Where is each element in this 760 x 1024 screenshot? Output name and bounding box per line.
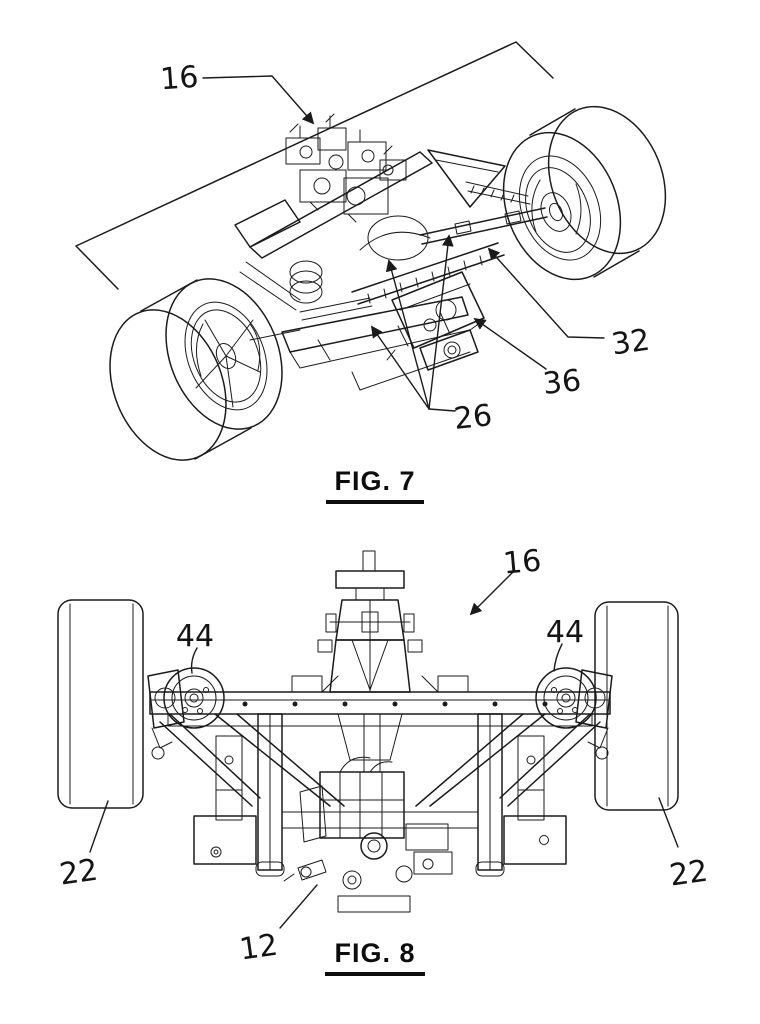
fig7-left-wheel — [109, 278, 283, 461]
fig7-chassis-frame — [234, 149, 531, 391]
ref-label-22-left: 22 — [57, 853, 100, 893]
fig8-leader-44-right — [553, 643, 563, 672]
fig8-leader-22-right — [658, 797, 679, 848]
fig7-leader-36 — [473, 317, 547, 370]
ref-label-12: 12 — [237, 928, 280, 968]
fig8-right-hub — [499, 667, 613, 807]
fig8-leader-22-left — [89, 800, 109, 853]
ref-label-36: 36 — [541, 363, 583, 402]
fig8-right-wheel — [594, 601, 679, 811]
fig8-left-wheel — [57, 599, 144, 809]
ref-label-16-fig7: 16 — [159, 60, 200, 98]
figure-8-caption: FIG. 8 — [325, 938, 425, 976]
ref-label-44-left: 44 — [176, 619, 214, 654]
fig7-engine — [285, 113, 407, 223]
fig7-leader-32 — [487, 247, 605, 339]
fig7-leader-26 — [370, 234, 456, 412]
fig8-leader-16 — [469, 570, 515, 616]
fig7-right-wheel — [502, 105, 667, 281]
fig8-engine — [283, 713, 453, 913]
fig7-boundary-line — [75, 41, 554, 290]
ref-label-44-right: 44 — [546, 615, 584, 650]
ref-label-32: 32 — [609, 323, 652, 363]
figure-7-caption: FIG. 7 — [326, 466, 424, 504]
fig8-leader-44-left — [190, 647, 198, 674]
fig8-drawing: 16 44 44 22 22 12 — [57, 543, 710, 968]
fig8-frame — [193, 713, 567, 877]
ref-label-22-right: 22 — [667, 854, 710, 894]
fig8-left-hub — [147, 667, 261, 807]
fig8-transmission-tower — [317, 550, 423, 693]
fig8-leader-12 — [279, 884, 318, 929]
fig7-leader-16 — [202, 75, 315, 125]
ref-label-16-fig8: 16 — [502, 543, 543, 581]
fig7-drawing: 16 32 36 26 — [75, 41, 667, 461]
ref-label-26: 26 — [452, 398, 494, 437]
